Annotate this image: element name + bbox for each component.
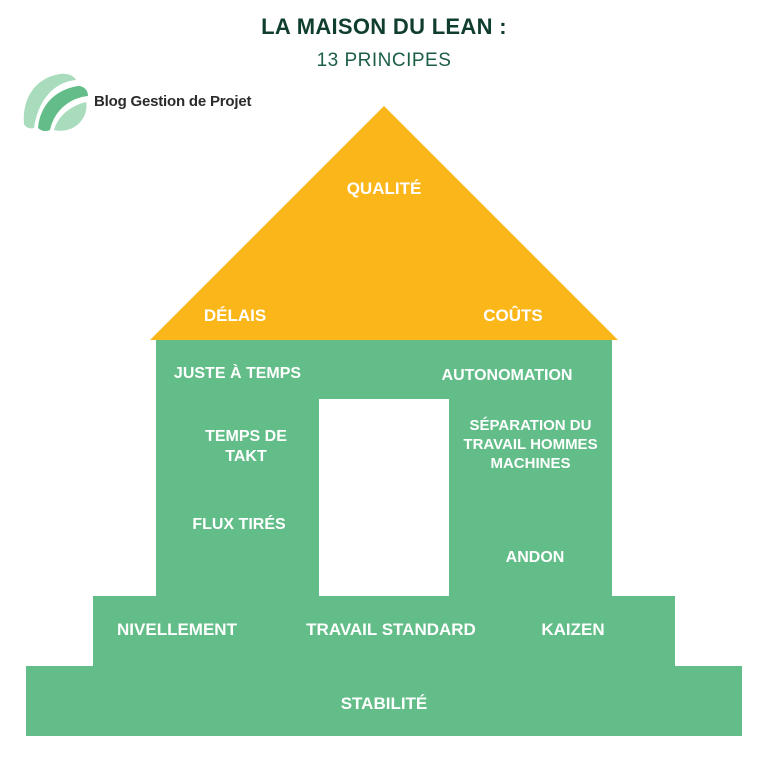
- leaf-logo-icon: [23, 73, 88, 132]
- pillar-left-item-pull: FLUX TIRÉS: [192, 516, 286, 533]
- page-subtitle: 13 PRINCIPES: [316, 50, 452, 71]
- base-block: [93, 596, 675, 666]
- roof-triangle: [150, 106, 618, 340]
- page-title: LA MAISON DU LEAN :: [261, 14, 507, 39]
- pillar-left-item-jit: JUSTE À TEMPS: [173, 365, 302, 382]
- base-label-kaizen: KAIZEN: [541, 620, 605, 639]
- roof-label-delays: DÉLAIS: [203, 306, 267, 325]
- pillar-left-item-takt: TEMPS DE TAKT: [205, 428, 287, 466]
- logo-text: Blog Gestion de Projet: [94, 93, 252, 110]
- foundation-block: [26, 666, 742, 736]
- base-label-leveling: NIVELLEMENT: [117, 620, 237, 639]
- pillar-right-item-separation: SÉPARATION DU TRAVAIL HOMMES MACHINES: [463, 417, 598, 473]
- pillar-right-item-andon: ANDON: [505, 549, 565, 566]
- roof-label-quality: QUALITÉ: [346, 179, 422, 198]
- base-label-standard-work: TRAVAIL STANDARD: [306, 620, 476, 639]
- foundation-label-stability: STABILITÉ: [340, 694, 428, 713]
- roof-label-costs: COÛTS: [483, 306, 543, 325]
- house-door: [319, 399, 449, 596]
- pillar-right-item-jidoka: AUTONOMATION: [441, 367, 573, 384]
